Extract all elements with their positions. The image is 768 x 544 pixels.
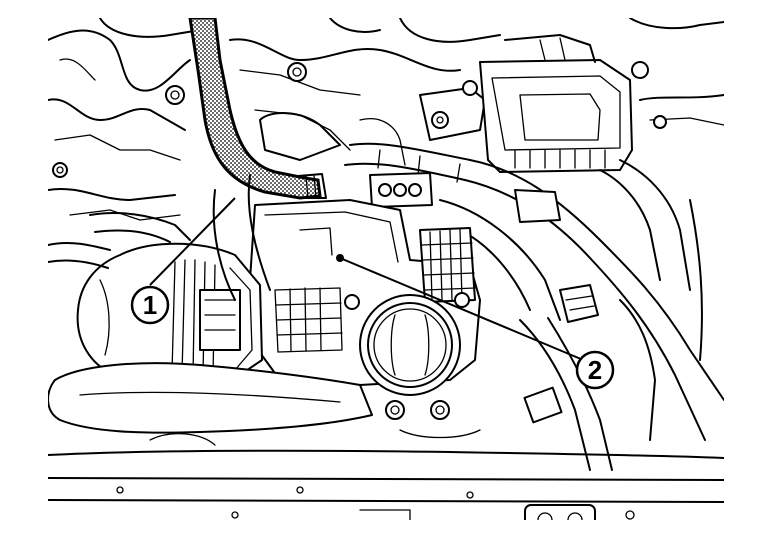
callout-leaders bbox=[149, 197, 589, 363]
callout-2-label: 2 bbox=[588, 355, 602, 385]
lower-hoses bbox=[48, 174, 373, 434]
throttle-assembly bbox=[249, 199, 481, 420]
hatched-hose bbox=[188, 18, 327, 200]
upper-manifold-area bbox=[48, 18, 501, 221]
alternator bbox=[76, 242, 263, 384]
lower-subframe bbox=[48, 429, 724, 520]
connector-block bbox=[369, 172, 433, 208]
callout-2: 2 bbox=[575, 350, 615, 390]
wiring-harness bbox=[344, 142, 724, 471]
callout-1-label: 1 bbox=[143, 290, 157, 320]
control-module bbox=[462, 18, 724, 173]
callout-1: 1 bbox=[130, 285, 170, 325]
